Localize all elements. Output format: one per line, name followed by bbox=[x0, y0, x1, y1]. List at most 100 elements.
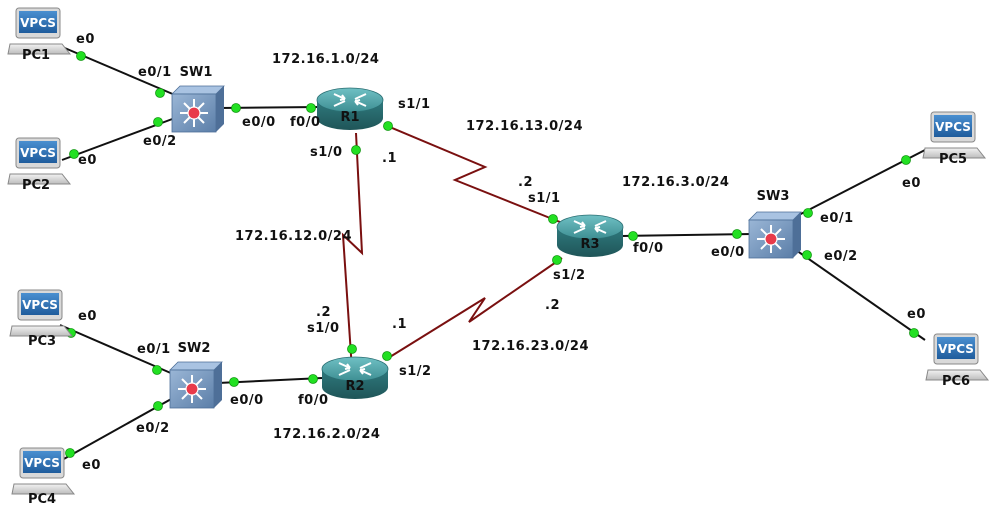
host-label-r3-s11: .2 bbox=[518, 175, 533, 190]
link-r2-r3-serial[interactable] bbox=[384, 257, 563, 361]
endpoint-pc5-e0[interactable] bbox=[901, 155, 911, 165]
network-label-n3: 172.16.3.0/24 bbox=[622, 175, 729, 190]
endpoint-sw3-e02[interactable] bbox=[802, 250, 812, 260]
port-label-sw2-e02: e0/2 bbox=[136, 421, 170, 436]
link-r1-r3-serial[interactable] bbox=[384, 124, 561, 223]
switch-top bbox=[169, 361, 223, 371]
port-label-r3-s11: s1/1 bbox=[528, 191, 561, 206]
endpoint-pc6-e0[interactable] bbox=[909, 328, 919, 338]
r1-node[interactable]: R1 bbox=[316, 87, 384, 130]
endpoint-pc1-e0[interactable] bbox=[76, 51, 86, 61]
network-label-n13: 172.16.13.0/24 bbox=[466, 119, 583, 134]
sw1-node[interactable] bbox=[171, 85, 225, 133]
link-endpoints bbox=[65, 51, 919, 458]
vpcs-label: VPCS bbox=[20, 146, 56, 160]
endpoint-sw1-e02[interactable] bbox=[153, 117, 163, 127]
pc4-node[interactable]: VPCS PC4 bbox=[11, 447, 76, 507]
port-label-r2-s12: s1/2 bbox=[399, 364, 432, 379]
network-label-n2: 172.16.2.0/24 bbox=[273, 427, 380, 442]
endpoint-sw1-e01[interactable] bbox=[155, 88, 165, 98]
link-sw3-pc6[interactable] bbox=[792, 247, 926, 341]
endpoint-r3-s11[interactable] bbox=[548, 214, 558, 224]
pc1-node[interactable]: VPCS PC1 bbox=[7, 7, 72, 63]
switch-hub-icon bbox=[185, 382, 199, 396]
port-label-sw3-e00: e0/0 bbox=[711, 245, 745, 260]
endpoint-sw1-e00[interactable] bbox=[231, 103, 241, 113]
port-label-pc5-e0: e0 bbox=[902, 176, 921, 191]
endpoint-r3-f00[interactable] bbox=[628, 231, 638, 241]
vpcs-label: VPCS bbox=[938, 342, 974, 356]
endpoint-r2-s12[interactable] bbox=[382, 351, 392, 361]
router-top bbox=[321, 356, 389, 382]
endpoint-pc4-e0[interactable] bbox=[65, 448, 75, 458]
endpoint-r2-f00[interactable] bbox=[308, 374, 318, 384]
pc6-node[interactable]: VPCS PC6 bbox=[925, 333, 990, 389]
vpcs-label: VPCS bbox=[22, 298, 58, 312]
port-label-r1-s11: s1/1 bbox=[398, 97, 431, 112]
pc-base bbox=[7, 43, 72, 55]
pc5-node[interactable]: VPCS PC5 bbox=[922, 111, 987, 167]
r1-label: R1 bbox=[340, 110, 359, 125]
sw2-node[interactable] bbox=[169, 361, 223, 409]
network-label-n23: 172.16.23.0/24 bbox=[472, 339, 589, 354]
vpcs-label: VPCS bbox=[20, 16, 56, 30]
endpoint-sw3-e01[interactable] bbox=[803, 208, 813, 218]
vpcs-label: VPCS bbox=[24, 456, 60, 470]
endpoint-r1-f00[interactable] bbox=[306, 103, 316, 113]
pc2-node[interactable]: VPCS PC2 bbox=[7, 137, 72, 193]
port-label-pc6-e0: e0 bbox=[907, 307, 926, 322]
pc4-label: PC4 bbox=[28, 492, 56, 507]
vpcs-screen bbox=[19, 141, 57, 163]
endpoint-r3-s12[interactable] bbox=[552, 255, 562, 265]
network-labels: 172.16.1.0/24 172.16.13.0/24 172.16.3.0/… bbox=[235, 52, 729, 442]
host-label-r2-s12: .1 bbox=[392, 317, 407, 332]
switch-hub-icon bbox=[187, 106, 201, 120]
host-label-r1-s10: .1 bbox=[382, 151, 397, 166]
link-r3-sw3[interactable] bbox=[621, 233, 753, 237]
port-label-r1-f00: f0/0 bbox=[290, 115, 321, 130]
link-r1-r2-serial[interactable] bbox=[341, 132, 364, 371]
network-label-n1: 172.16.1.0/24 bbox=[272, 52, 379, 67]
pc6-label: PC6 bbox=[942, 374, 970, 389]
router-arrows-icon bbox=[573, 220, 607, 234]
port-label-pc4-e0: e0 bbox=[82, 458, 101, 473]
sw2-label: SW2 bbox=[178, 341, 211, 356]
switch-top bbox=[748, 211, 802, 221]
sw3-node[interactable] bbox=[748, 211, 802, 259]
host-label-r3-s12: .2 bbox=[545, 298, 560, 313]
port-label-pc3-e0: e0 bbox=[78, 309, 97, 324]
pc3-label: PC3 bbox=[28, 334, 56, 349]
endpoint-pc2-e0[interactable] bbox=[69, 149, 79, 159]
pc-base bbox=[922, 147, 987, 159]
router-arrows-icon bbox=[333, 93, 367, 107]
r2-label: R2 bbox=[345, 379, 364, 394]
endpoint-r1-s11[interactable] bbox=[383, 121, 393, 131]
port-label-sw1-e00: e0/0 bbox=[242, 115, 276, 130]
pc-base bbox=[7, 173, 72, 185]
port-label-pc1-e0: e0 bbox=[76, 32, 95, 47]
network-label-n12: 172.16.12.0/24 bbox=[235, 229, 352, 244]
router-top bbox=[556, 214, 624, 240]
endpoint-r1-s10[interactable] bbox=[351, 145, 361, 155]
vpcs-screen bbox=[21, 293, 59, 315]
pc-base bbox=[925, 369, 990, 381]
sw1-label: SW1 bbox=[180, 65, 213, 80]
r3-label: R3 bbox=[580, 237, 599, 252]
link-pc3-sw2[interactable] bbox=[59, 324, 174, 375]
switch-top bbox=[171, 85, 225, 95]
port-label-r1-s10: s1/0 bbox=[310, 145, 343, 160]
endpoint-sw2-e01[interactable] bbox=[152, 365, 162, 375]
endpoint-r2-s10[interactable] bbox=[347, 344, 357, 354]
endpoint-sw2-e00[interactable] bbox=[229, 377, 239, 387]
switch-side bbox=[214, 362, 222, 408]
pc-base bbox=[9, 325, 74, 337]
port-label-r2-f00: f0/0 bbox=[298, 393, 329, 408]
vpcs-screen bbox=[19, 11, 57, 33]
port-label-sw3-e02: e0/2 bbox=[824, 249, 858, 264]
endpoint-sw2-e02[interactable] bbox=[153, 401, 163, 411]
r2-node[interactable]: R2 bbox=[321, 356, 389, 399]
r3-node[interactable]: R3 bbox=[556, 214, 624, 257]
endpoint-sw3-e00[interactable] bbox=[732, 229, 742, 239]
pc3-node[interactable]: VPCS PC3 bbox=[9, 289, 74, 349]
